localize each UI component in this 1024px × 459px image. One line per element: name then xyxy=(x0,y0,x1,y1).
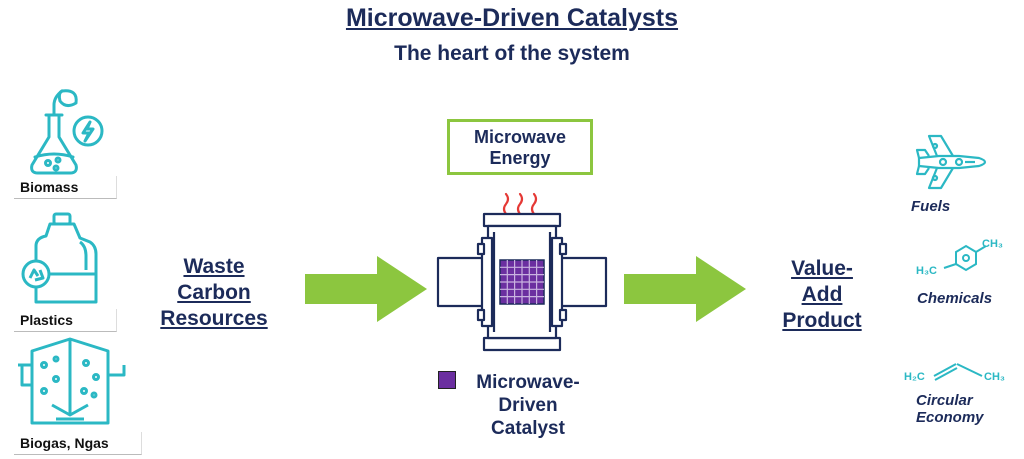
propylene-molecule-icon: H₂C CH₃ xyxy=(904,363,1005,383)
reactor-icon xyxy=(436,212,608,352)
digester-tank-icon xyxy=(18,337,126,425)
catalyst-grid xyxy=(499,259,545,305)
toluene-left-formula: H₃C xyxy=(916,265,937,277)
source-label-biogas: Biogas, Ngas xyxy=(14,432,142,455)
waste-carbon-resources-label: Waste Carbon Resources xyxy=(160,255,268,330)
output-arrow xyxy=(624,256,746,322)
catalyst-legend-swatch xyxy=(438,371,456,389)
propylene-left-formula: H₂C xyxy=(904,371,925,383)
propylene-right-formula: CH₃ xyxy=(984,371,1005,383)
plastic-jug-icon xyxy=(21,212,98,304)
page-subtitle: The heart of the system xyxy=(394,42,630,65)
toluene-molecule-icon: H₃C CH₃ xyxy=(916,238,1003,277)
product-label-fuels: Fuels xyxy=(911,198,951,215)
source-label-biomass: Biomass xyxy=(14,176,117,199)
page-title: Microwave-Driven Catalysts xyxy=(345,4,679,32)
heat-waves-icon xyxy=(502,192,538,216)
product-label-circular-economy: Circular Economy xyxy=(916,392,984,426)
catalyst-label: Microwave- Driven Catalyst xyxy=(476,372,580,439)
jet-icon xyxy=(915,134,987,190)
flask-leaf-icon xyxy=(30,89,104,175)
source-label-plastics: Plastics xyxy=(14,309,117,332)
toluene-right-formula: CH₃ xyxy=(982,238,1003,250)
input-arrow xyxy=(305,256,427,322)
product-label-chemicals: Chemicals xyxy=(917,290,993,307)
value-add-product-label: Value- Add Product xyxy=(782,257,862,332)
microwave-energy-box: Microwave Energy xyxy=(447,119,593,175)
